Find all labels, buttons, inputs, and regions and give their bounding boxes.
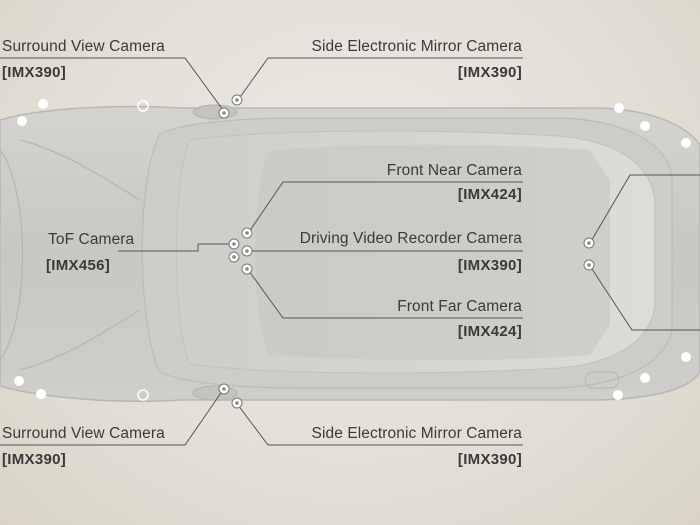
leader-front-near (248, 181, 523, 233)
leader-surround-bottom (0, 389, 224, 446)
leader-rear-bottom (589, 265, 700, 331)
car-hood-line (19, 139, 141, 371)
leader-rear-top (589, 174, 700, 244)
front-far-name: Front Far Camera (397, 298, 522, 315)
sensor-dot-icon (681, 138, 691, 148)
leader-side-mirror-bottom (237, 404, 523, 446)
surround-top-sensor: [IMX390] (2, 64, 67, 81)
dvr-name: Driving Video Recorder Camera (299, 230, 522, 247)
surround-bottom-sensor: [IMX390] (2, 451, 67, 468)
left-mirror (192, 104, 238, 120)
leader-surround-top (0, 57, 224, 111)
car-nose (0, 149, 24, 361)
sensor-dot-icon (681, 352, 691, 362)
surround-top-name: Surround View Camera (2, 38, 165, 55)
sensor-dot-icon (640, 373, 650, 383)
sensor-dot-icon (640, 121, 650, 131)
sensor-dot-icon (17, 116, 27, 126)
side-mirror-bottom-sensor: [IMX390] (457, 451, 522, 468)
car-roof-panel (255, 144, 610, 361)
leader-front-far (248, 270, 523, 319)
sensor-dot-icon (614, 103, 624, 113)
sensor-dot-icon (38, 99, 48, 109)
leader-side-mirror-top (237, 57, 523, 101)
tof-name: ToF Camera (48, 231, 135, 248)
front-near-name: Front Near Camera (386, 162, 522, 179)
sensor-dot-icon (613, 390, 623, 400)
front-far-sensor: [IMX424] (457, 323, 522, 340)
leader-tof (118, 243, 233, 252)
side-mirror-bottom-name: Side Electronic Mirror Camera (311, 425, 522, 442)
front-near-sensor: [IMX424] (457, 186, 522, 203)
sensor-dot-icon (14, 376, 24, 386)
sensor-ring-icon (137, 389, 149, 401)
sensor-dots (14, 99, 691, 400)
sensor-ring-icon (137, 100, 149, 112)
side-mirror-top-sensor: [IMX390] (457, 64, 522, 81)
surround-bottom-name: Surround View Camera (2, 425, 165, 442)
right-mirror (192, 385, 238, 401)
rear-detail (584, 371, 620, 389)
dvr-sensor: [IMX390] (457, 257, 522, 274)
tof-sensor: [IMX456] (46, 257, 111, 274)
sensor-dot-icon (36, 389, 46, 399)
leader-lines (0, 57, 700, 446)
side-mirror-top-name: Side Electronic Mirror Camera (311, 38, 522, 55)
